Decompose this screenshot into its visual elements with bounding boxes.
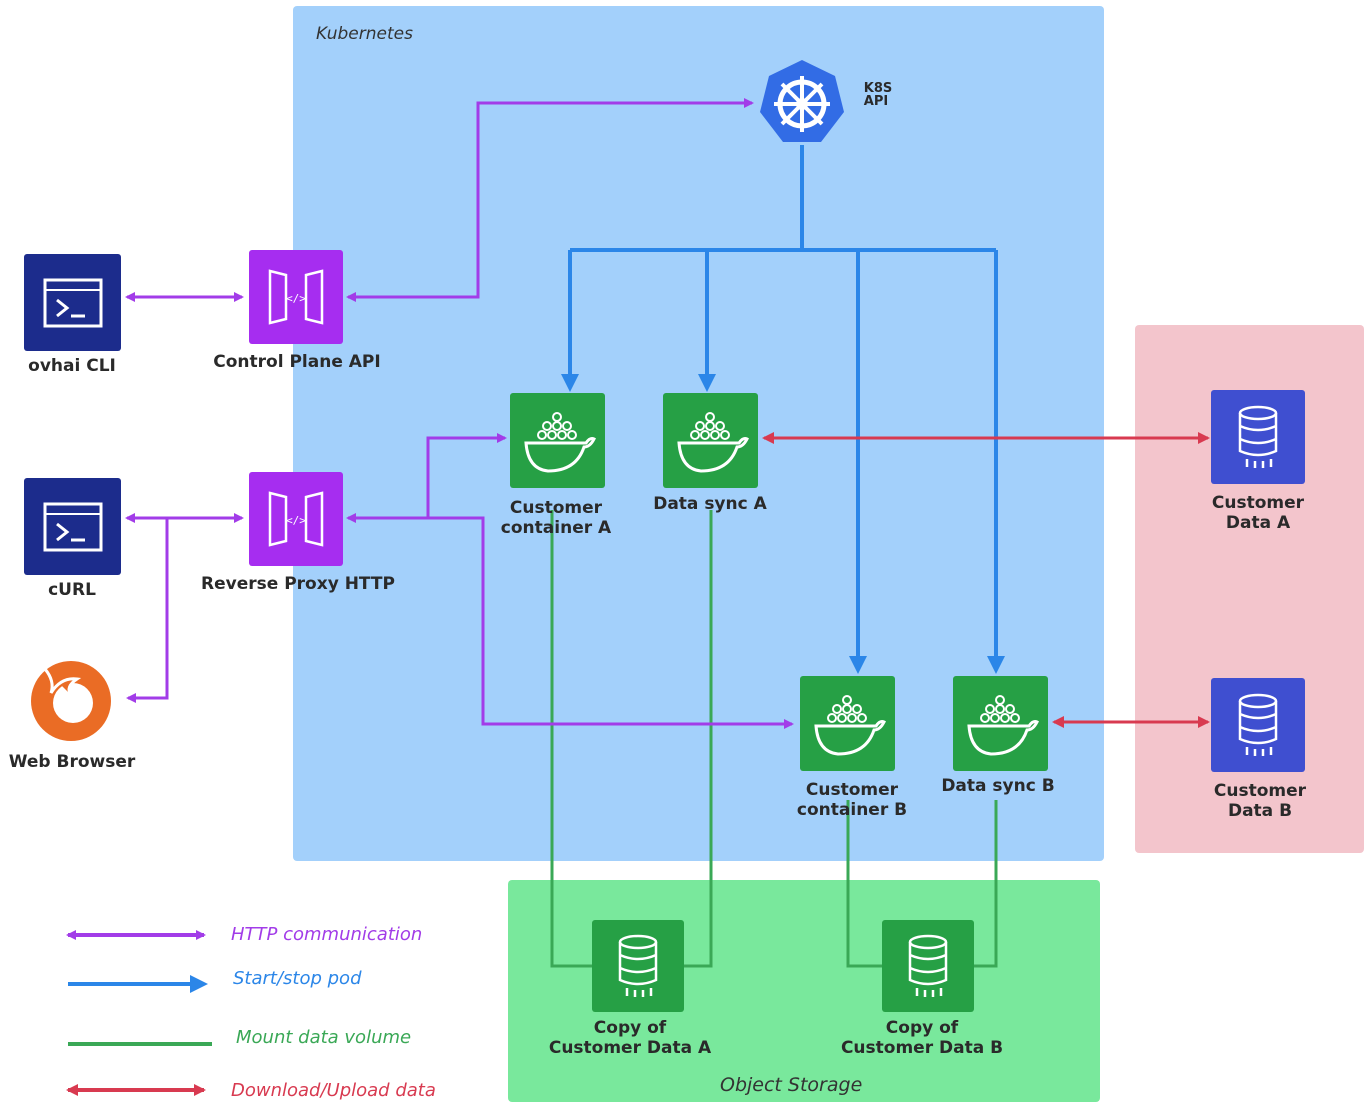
mount-lines bbox=[550, 510, 998, 968]
reverse-proxy-label: Reverse Proxy HTTP bbox=[201, 574, 395, 594]
legend-start-stop-label: Start/stop pod bbox=[233, 968, 362, 989]
customer-data-a-node bbox=[1211, 390, 1305, 484]
k8s-api-label: K8S API bbox=[863, 81, 893, 109]
customer-container-b-label: Customer container B bbox=[796, 780, 908, 820]
firefox-icon bbox=[31, 661, 111, 741]
legend-transfer-label: Download/Upload data bbox=[231, 1080, 436, 1101]
ovhai-cli-label: ovhai CLI bbox=[28, 356, 116, 376]
data-sync-b-node bbox=[953, 676, 1048, 771]
legend-lines bbox=[66, 930, 212, 1096]
database-icon bbox=[1238, 693, 1278, 756]
terminal-icon bbox=[43, 502, 102, 551]
docker-icon bbox=[676, 411, 749, 473]
legend-mount-label: Mount data volume bbox=[236, 1027, 412, 1048]
control-plane-api-node: </> bbox=[249, 250, 343, 344]
web-browser-label: Web Browser bbox=[8, 752, 136, 772]
customer-data-a-label: Customer Data A bbox=[1211, 493, 1305, 533]
copy-customer-data-a-label: Copy of Customer Data A bbox=[548, 1018, 712, 1058]
customer-container-a-label: Customer container A bbox=[500, 498, 612, 538]
data-sync-a-node bbox=[663, 393, 758, 488]
kubernetes-helm-icon bbox=[760, 60, 844, 142]
object-storage-label: Object Storage bbox=[720, 1074, 863, 1096]
customer-container-b-node bbox=[800, 676, 895, 771]
docker-icon bbox=[813, 694, 886, 756]
database-icon bbox=[618, 934, 658, 997]
reverse-proxy-node: </> bbox=[249, 472, 343, 566]
docker-icon bbox=[523, 411, 596, 473]
customer-data-b-label: Customer Data B bbox=[1213, 781, 1307, 821]
customer-container-a-node bbox=[510, 393, 605, 488]
control-plane-api-label: Control Plane API bbox=[213, 352, 381, 372]
copy-customer-data-b-node bbox=[882, 920, 974, 1012]
svg-text:</>: </> bbox=[286, 292, 306, 305]
start-stop-lines bbox=[561, 145, 1005, 674]
kubernetes-label: Kubernetes bbox=[316, 24, 413, 44]
k8s-api-node bbox=[758, 58, 846, 146]
database-icon bbox=[908, 934, 948, 997]
api-gateway-icon: </> bbox=[268, 491, 324, 547]
copy-customer-data-b-label: Copy of Customer Data B bbox=[840, 1018, 1004, 1058]
curl-node bbox=[24, 478, 121, 575]
legend-http-label: HTTP communication bbox=[231, 924, 423, 945]
docker-icon bbox=[966, 694, 1039, 756]
svg-text:</>: </> bbox=[286, 514, 306, 527]
api-gateway-icon: </> bbox=[268, 269, 324, 325]
customer-data-b-node bbox=[1211, 678, 1305, 772]
copy-customer-data-a-node bbox=[592, 920, 684, 1012]
transfer-lines bbox=[762, 432, 1210, 728]
http-lines bbox=[125, 98, 794, 729]
web-browser-node bbox=[24, 652, 118, 746]
data-sync-b-label: Data sync B bbox=[941, 776, 1055, 796]
database-icon bbox=[1238, 405, 1278, 468]
ovhai-cli-node bbox=[24, 254, 121, 351]
data-sync-a-label: Data sync A bbox=[653, 494, 767, 514]
curl-label: cURL bbox=[48, 580, 96, 600]
terminal-icon bbox=[43, 278, 102, 327]
